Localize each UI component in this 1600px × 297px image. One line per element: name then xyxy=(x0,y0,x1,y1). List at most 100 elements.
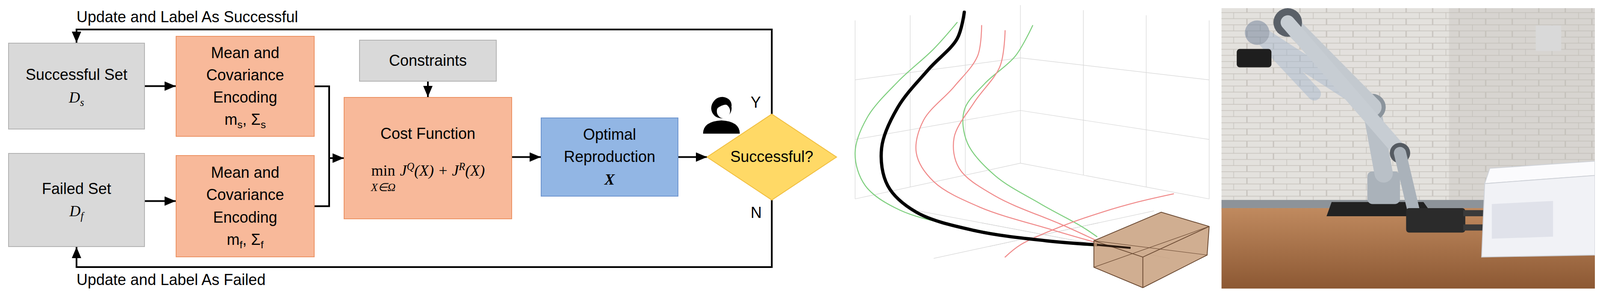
encoding-box: Mean and Covariance Encodingms, Σs xyxy=(175,35,315,138)
decision-diamond: Successful? xyxy=(707,114,837,201)
text-run: (X) + J xyxy=(414,162,459,180)
plot-grid xyxy=(1146,15,1147,188)
edge-label: Update and Label As Failed xyxy=(76,270,266,289)
data-set-box: Failed SetDf xyxy=(8,153,145,248)
text-run: Constraints xyxy=(388,51,467,70)
user-icon xyxy=(703,120,740,134)
data-set-box: Successful SetDs xyxy=(8,42,145,130)
text-run: s xyxy=(79,96,85,109)
node-text: Successful? xyxy=(730,145,814,168)
cost-function-box: Cost FunctionminX∈ΩJQ(X) + JR(X) xyxy=(343,97,513,220)
flow-arrow xyxy=(314,158,344,207)
flow-arrow xyxy=(512,156,541,159)
text-run: Cost Function xyxy=(380,124,476,143)
node-text: Mean and Covariance Encoding xyxy=(184,161,307,229)
node-text: X∈Ω xyxy=(371,181,396,195)
reproduction-box: Optimal ReproductionX xyxy=(540,117,679,197)
target-box xyxy=(1093,226,1210,258)
node-text: Cost Function xyxy=(380,122,476,145)
flow-arrow xyxy=(678,156,708,159)
text-run: D xyxy=(69,202,81,220)
target-box xyxy=(1096,244,1131,248)
branch-label: Y xyxy=(750,93,761,112)
plot-grid xyxy=(854,20,856,200)
text-run: f xyxy=(239,238,243,251)
plot-grid xyxy=(1020,110,1210,140)
text-run: D xyxy=(68,88,80,107)
robot-photo xyxy=(1463,224,1486,231)
target-box xyxy=(1093,240,1208,255)
text-run: m xyxy=(226,230,240,249)
text-run: Successful? xyxy=(730,147,814,166)
target-box xyxy=(1093,212,1210,289)
robot-photo xyxy=(1535,25,1562,52)
text-run: X xyxy=(604,170,615,189)
robot-photo xyxy=(1481,175,1595,258)
encoding-box: Mean and Covariance Encodingmf, Σf xyxy=(175,155,315,258)
text-run: Successful Set xyxy=(25,65,128,84)
trajectory-curve xyxy=(962,25,1097,237)
connector-group xyxy=(76,29,773,268)
plot-grid xyxy=(910,15,911,188)
flow-arrow xyxy=(144,85,176,88)
node-text: min xyxy=(371,159,396,182)
robot-photo xyxy=(1221,8,1595,289)
node-text: ms, Σs xyxy=(224,108,266,131)
branch-label: N xyxy=(750,203,762,222)
target-box xyxy=(1093,226,1210,268)
trajectory-curves xyxy=(854,12,1174,258)
user-icon xyxy=(711,97,732,110)
target-box xyxy=(1142,257,1144,289)
flow-arrow xyxy=(144,200,176,203)
node-text: Mean and Covariance Encoding xyxy=(184,41,307,110)
text-run: (X) xyxy=(465,162,485,180)
text-run: Q xyxy=(406,160,415,173)
trajectory-curve xyxy=(854,22,1094,247)
flow-arrow xyxy=(314,86,344,159)
text-run: s xyxy=(260,118,266,131)
text-run: f xyxy=(80,210,84,222)
text-run: Mean and Covariance Encoding xyxy=(206,44,284,107)
text-run: m xyxy=(224,110,238,129)
trajectory-curve xyxy=(881,12,1097,245)
text-run: J xyxy=(399,162,407,180)
node-text: Ds xyxy=(68,86,85,109)
target-box xyxy=(1093,212,1210,289)
trajectory-curve xyxy=(953,30,1097,242)
text-run: s xyxy=(237,118,243,131)
plot-grid xyxy=(1020,5,1021,164)
formula-row: minX∈ΩJQ(X) + JR(X) xyxy=(371,159,486,195)
edge-label: Update and Label As Successful xyxy=(76,7,298,27)
node-text: Successful Set xyxy=(25,63,128,86)
node-text: Df xyxy=(69,200,84,223)
text-run: Mean and Covariance Encoding xyxy=(206,163,284,226)
node-text: mf, Σf xyxy=(226,228,264,251)
plot-grid xyxy=(1020,163,1210,200)
constraints-box: Constraints xyxy=(359,39,497,82)
node-text: Failed Set xyxy=(41,177,112,201)
plot-grid xyxy=(854,163,1021,200)
text-run: , Σ xyxy=(242,110,261,129)
text-run: Failed Set xyxy=(41,179,112,198)
plot-grid xyxy=(1020,57,1210,80)
text-run: min xyxy=(371,162,396,180)
user-icon xyxy=(703,97,740,134)
flow-arrow xyxy=(427,81,429,98)
robot-photo xyxy=(1463,210,1486,217)
text-run: , Σ xyxy=(242,230,261,249)
robot-photo xyxy=(1287,22,1399,150)
plot-grid xyxy=(965,10,966,176)
robot-photo xyxy=(1405,208,1465,233)
node-text: JQ(X) + JR(X) xyxy=(399,159,485,182)
text-run: f xyxy=(260,238,264,251)
robot-photo xyxy=(1244,20,1270,45)
node-text: X xyxy=(604,168,615,191)
text-run: Optimal Reproduction xyxy=(563,125,656,166)
node-text: Constraints xyxy=(388,49,467,72)
node-text: Optimal Reproduction xyxy=(549,123,670,168)
robot-photo xyxy=(1399,153,1414,210)
diamond-outline xyxy=(707,114,837,201)
plot-grid xyxy=(1083,10,1084,176)
text-run: X∈Ω xyxy=(371,181,396,194)
